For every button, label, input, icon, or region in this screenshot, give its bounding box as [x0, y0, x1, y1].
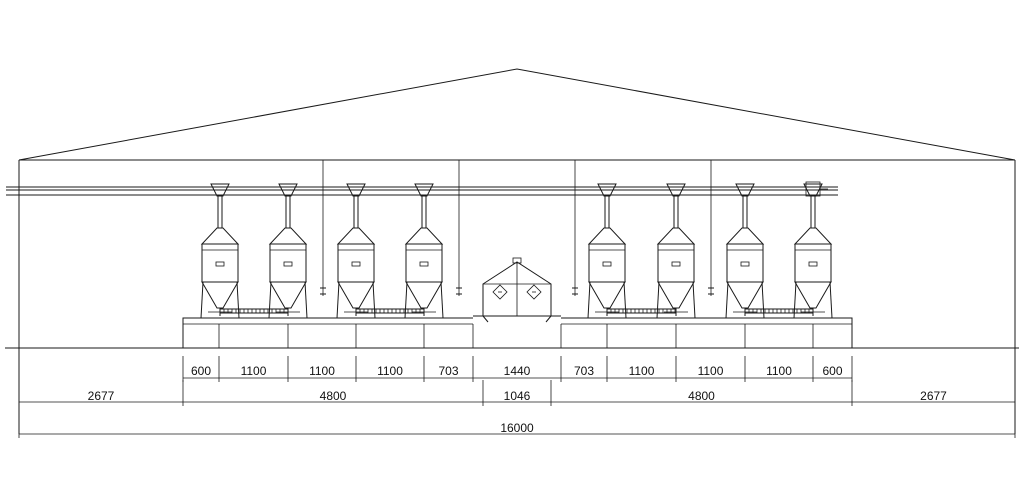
dimension-row-1: 600 1100 1100 1100 703 1440 703 1100 1100 1100 600 [182, 356, 853, 382]
dimension-label: 600 [191, 364, 211, 378]
dimension-row-2: 2677 4800 1046 4800 2677 [18, 380, 1016, 406]
roof-line [18, 68, 1016, 161]
dimension-label: 1100 [309, 364, 335, 378]
dimension-label: 1100 [766, 364, 792, 378]
building-outline [5, 68, 1019, 434]
auger-conveyor [356, 308, 424, 314]
drop-line [456, 160, 462, 296]
auger-conveyor [607, 308, 676, 314]
silo-bin [404, 183, 444, 319]
dimension-label: 600 [822, 364, 842, 378]
dimension-label: 1100 [698, 364, 724, 378]
silo-bin [268, 183, 308, 319]
dimension-label: 1440 [504, 364, 531, 378]
dimension-label: 1100 [629, 364, 655, 378]
silo-bins [200, 183, 833, 319]
dimension-label: 2677 [920, 389, 947, 403]
hanging-drop-lines [320, 160, 828, 296]
dimension-label: 1046 [504, 389, 531, 403]
dimension-label: 703 [574, 364, 594, 378]
dimension-row-3: 16000 [18, 412, 1016, 438]
dimension-label: 1100 [241, 364, 267, 378]
drop-line [320, 160, 326, 296]
silo-bin [587, 183, 627, 319]
silo-bin [336, 183, 376, 319]
diamond-mark-right [526, 284, 542, 300]
drop-line [572, 160, 578, 296]
dimension-label: 1100 [377, 364, 403, 378]
dimension-label: 4800 [688, 389, 715, 403]
silo-bin [200, 183, 240, 319]
dimension-label: 16000 [500, 421, 534, 435]
silo-bin [725, 183, 765, 319]
drop-line [708, 160, 714, 296]
auger-conveyor [745, 308, 813, 314]
diamond-mark-left [492, 284, 508, 300]
center-control-cabinet [473, 257, 561, 323]
dimension-label: 703 [438, 364, 458, 378]
silo-bin [656, 183, 696, 319]
dimension-label: 2677 [88, 389, 115, 403]
support-platform [182, 317, 853, 348]
silo-bin [793, 183, 833, 319]
auger-conveyor [220, 308, 288, 314]
overhead-pipes [6, 186, 838, 196]
dimension-label: 4800 [320, 389, 347, 403]
